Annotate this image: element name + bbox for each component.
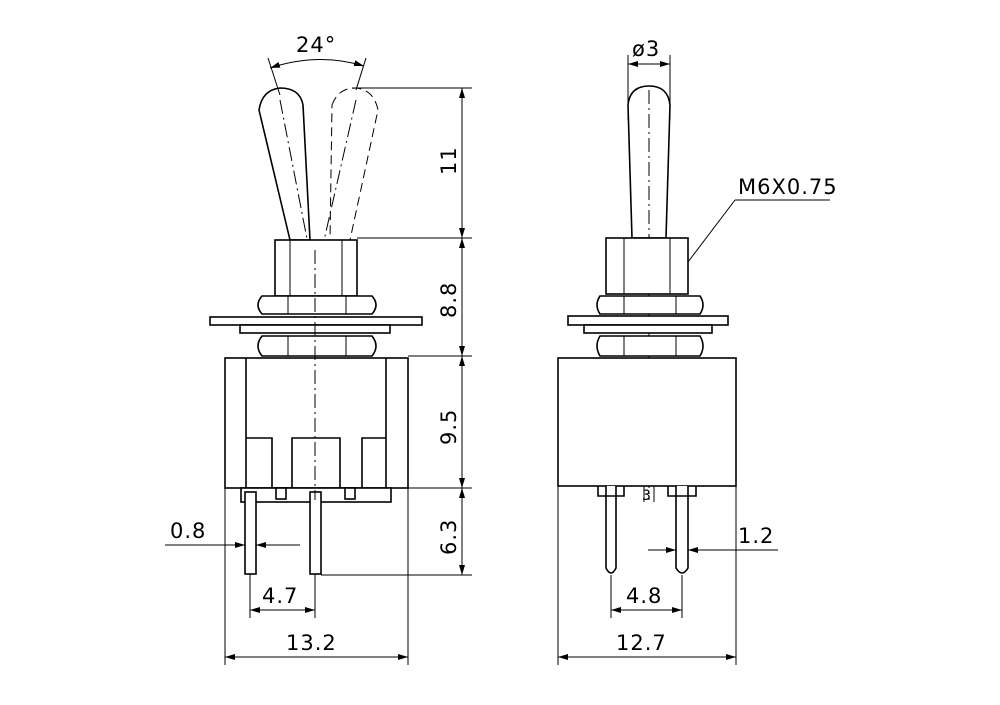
side-switch-body — [557, 357, 737, 487]
front-view: 24° — [209, 33, 423, 575]
dim-bushing-height: 8.8 — [437, 282, 461, 318]
mounting-plate — [209, 316, 423, 326]
side-upper-nut — [596, 295, 704, 315]
dim-lever-height: 11 — [437, 146, 461, 175]
side-dimensions: M6X0.75 1.2 4.8 12.7 — [557, 175, 838, 665]
thread-label: M6X0.75 — [738, 175, 838, 199]
dim-small-3: 3 — [642, 488, 652, 504]
angle-arc — [269, 59, 365, 69]
dim-terminal-length: 6.3 — [437, 519, 461, 555]
switch-body — [224, 357, 409, 489]
upper-nut — [257, 295, 377, 315]
side-terminal-left — [605, 486, 617, 574]
side-mounting-plate — [567, 315, 729, 326]
dim-body-width-front: 13.2 — [286, 631, 337, 655]
lower-nut — [257, 335, 377, 357]
side-view: ø3 3 — [557, 37, 737, 574]
dim-pin-spacing-front: 4.7 — [262, 584, 298, 608]
angle-label: 24° — [296, 33, 336, 57]
dim-pin-width: 0.8 — [170, 519, 206, 543]
dim-body-width-side: 12.7 — [616, 631, 667, 655]
terminal-center — [309, 491, 322, 575]
diameter-label: ø3 — [632, 37, 660, 61]
dim-pin-spacing-side: 4.8 — [626, 584, 662, 608]
side-bushing — [605, 237, 689, 295]
side-lower-nut — [596, 335, 704, 357]
bushing — [274, 239, 358, 297]
front-dimensions: 11 8.8 9.5 6.3 0.8 4.7 13.2 — [165, 87, 472, 665]
dim-body-height: 9.5 — [437, 409, 461, 445]
side-lever — [627, 85, 671, 239]
terminal-left — [244, 491, 257, 575]
dim-pin-width-side: 1.2 — [738, 524, 774, 548]
side-terminal-right — [675, 486, 689, 574]
lever-solid — [258, 87, 311, 241]
